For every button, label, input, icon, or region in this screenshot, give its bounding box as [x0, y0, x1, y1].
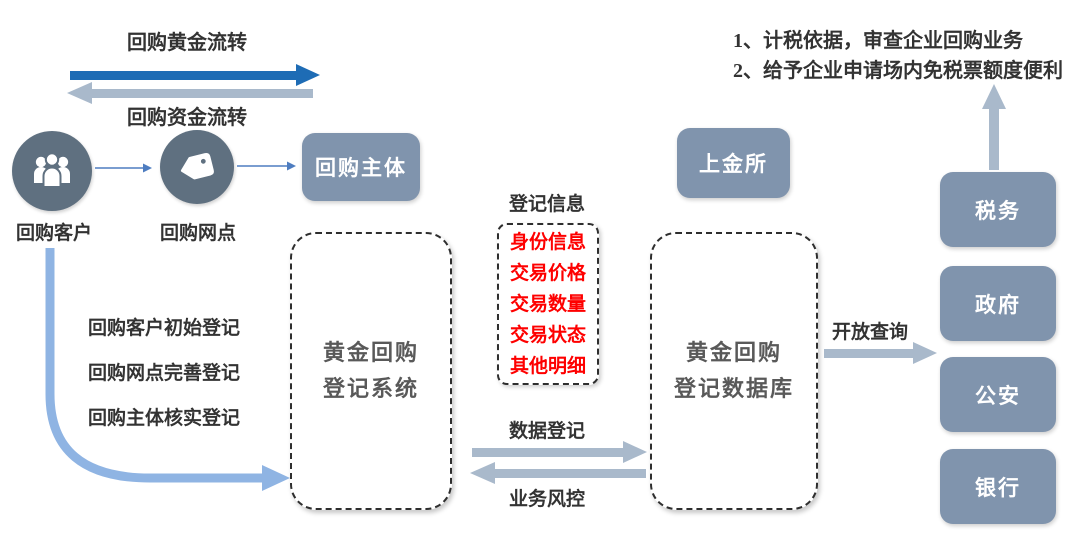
- agency-box-tax: 税务: [940, 172, 1056, 247]
- customer-to-outlet-arrow-icon: [95, 163, 152, 173]
- gold-flow-label: 回购黄金流转: [127, 32, 247, 54]
- fund-flow-label: 回购资金流转: [127, 107, 247, 129]
- tag-icon: [180, 153, 214, 180]
- info-item-quantity: 交易数量: [509, 293, 586, 315]
- system-box-line2: 登记系统: [322, 376, 419, 401]
- customer-node: [12, 131, 92, 211]
- registration-info-title: 登记信息: [508, 194, 585, 215]
- agency-box-bank: 银行: [940, 449, 1056, 524]
- risk-control-arrow-left-icon: [470, 462, 646, 484]
- outlet-node: [160, 130, 234, 204]
- registration-step-1: 回购客户初始登记: [88, 318, 241, 339]
- tax-note-2: 2、给予企业申请场内免税票额度便利: [733, 60, 1063, 82]
- data-registration-arrow-right-icon: [472, 441, 647, 463]
- subject-box: 回购主体: [302, 133, 420, 201]
- registration-database-box: 黄金回购 登记数据库: [650, 232, 818, 510]
- info-item-detail: 其他明细: [509, 355, 586, 377]
- sge-label: 上金所: [699, 153, 768, 176]
- fund-flow-arrow-left-icon: [67, 82, 313, 104]
- customer-to-system-curved-arrow-icon: [45, 248, 290, 491]
- gold-flow-arrow-right-icon: [70, 64, 320, 86]
- subject-label: 回购主体: [315, 157, 407, 180]
- registration-system-box: 黄金回购 登记系统: [290, 232, 452, 510]
- database-box-line2: 登记数据库: [673, 376, 794, 401]
- info-item-price: 交易价格: [509, 262, 586, 284]
- risk-control-label: 业务风控: [508, 489, 585, 510]
- agency-label-bank: 银行: [975, 476, 1021, 500]
- info-item-status: 交易状态: [509, 324, 586, 346]
- info-item-identity: 身份信息: [509, 231, 586, 253]
- agency-box-government: 政府: [940, 266, 1056, 341]
- agency-label-tax: 税务: [975, 199, 1021, 223]
- registration-step-2: 回购网点完善登记: [88, 363, 241, 384]
- customer-label: 回购客户: [15, 223, 92, 244]
- outlet-label: 回购网点: [159, 223, 236, 244]
- system-box-line1: 黄金回购: [322, 339, 419, 365]
- tax-note-1: 1、计税依据，审查企业回购业务: [733, 30, 1023, 52]
- sge-box: 上金所: [677, 128, 790, 198]
- registration-step-3: 回购主体核实登记: [88, 408, 241, 429]
- agency-box-police: 公安: [940, 357, 1056, 432]
- registration-info-box: 身份信息 交易价格 交易数量 交易状态 其他明细: [497, 223, 599, 385]
- data-registration-label: 数据登记: [508, 421, 585, 442]
- database-box-line1: 黄金回购: [685, 339, 782, 365]
- outlet-to-subject-arrow-icon: [237, 161, 296, 171]
- tax-to-notes-arrow-up-icon: [982, 84, 1006, 170]
- open-query-label: 开放查询: [831, 322, 908, 343]
- agency-label-government: 政府: [975, 293, 1021, 317]
- open-query-arrow-right-icon: [824, 342, 937, 364]
- people-icon: [34, 152, 70, 188]
- agency-label-police: 公安: [975, 384, 1021, 408]
